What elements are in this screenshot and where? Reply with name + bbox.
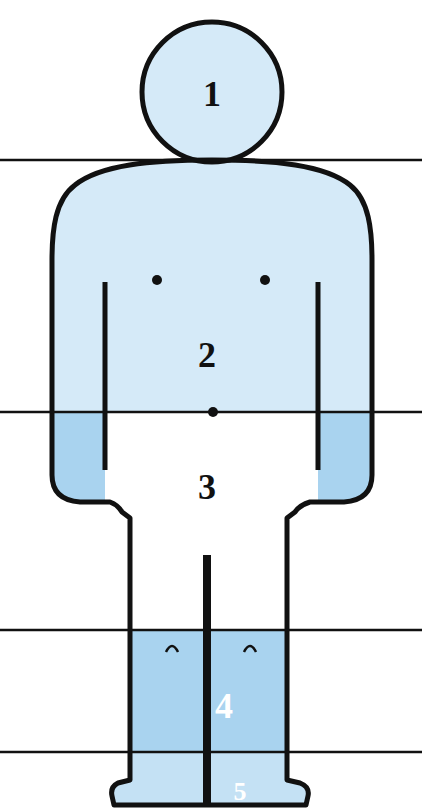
region-number: 3 (198, 469, 216, 505)
region-number: 1 (203, 76, 221, 112)
band-fill (0, 412, 425, 630)
band-fill (0, 630, 425, 752)
arm-line (103, 282, 108, 470)
arm-line (316, 282, 321, 470)
division-line (0, 411, 422, 414)
region-number: 5 (234, 779, 247, 805)
region-number: 4 (215, 688, 233, 724)
chest-dot (152, 275, 162, 285)
knee-mark (244, 646, 256, 652)
band-fill (0, 150, 425, 412)
knee-mark (166, 646, 178, 652)
body-fill (0, 150, 425, 810)
band-fill (0, 752, 425, 810)
chest-dot (260, 275, 270, 285)
head-circle (142, 22, 282, 162)
division-line (0, 159, 422, 162)
division-line (0, 751, 422, 754)
region-number: 2 (198, 337, 216, 373)
leg-divider (203, 555, 211, 805)
body-outline (52, 160, 372, 805)
division-line (0, 629, 422, 632)
